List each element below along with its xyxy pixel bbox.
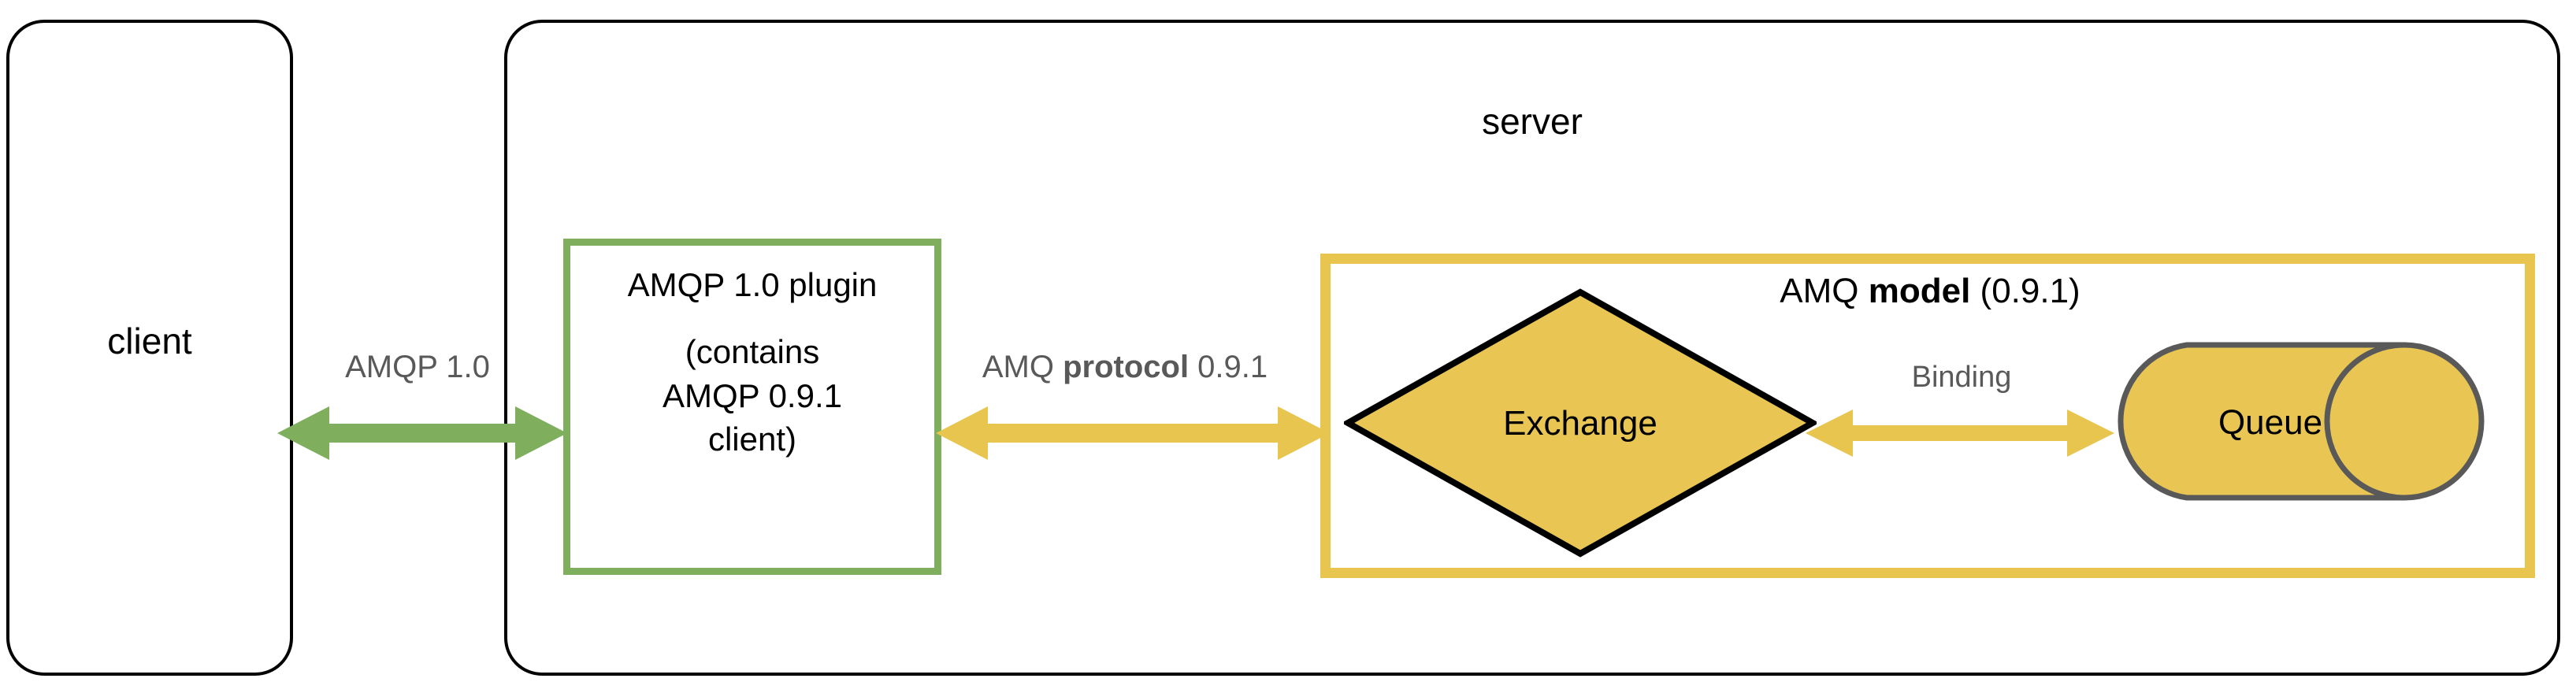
queue-shape xyxy=(2105,340,2486,502)
binding-arrow-label: Binding xyxy=(1911,361,2012,394)
amq-protocol-label-bold: protocol xyxy=(1063,350,1190,384)
queue-label: Queue xyxy=(2218,403,2323,442)
exchange-shape xyxy=(1341,288,1820,558)
amqp-plugin-title: AMQP 1.0 plugin xyxy=(627,266,878,303)
exchange-diamond-icon xyxy=(1341,288,1820,558)
amq-model-label-prefix: AMQ xyxy=(1780,272,1869,310)
exchange-label: Exchange xyxy=(1503,404,1657,443)
amq-protocol-arrow xyxy=(936,406,1330,460)
amq-protocol-label-suffix: 0.9.1 xyxy=(1189,350,1268,384)
binding-arrow xyxy=(1806,410,2114,457)
amqp-plugin-subtitle-line-3: client) xyxy=(707,421,797,458)
amqp-plugin-subtitle-line-1: (contains xyxy=(685,333,820,371)
amqp-plugin-text: AMQP 1.0 plugin (contains AMQP 0.9.1 cli… xyxy=(579,263,926,461)
client-label: client xyxy=(107,321,192,361)
amq-model-box xyxy=(1320,254,2535,578)
plugin-text-spacer xyxy=(579,306,926,330)
amqp-plugin-box xyxy=(563,239,941,575)
amq-model-label-suffix: (0.9.1) xyxy=(1970,272,2080,310)
amq-model-label-bold: model xyxy=(1868,272,1971,310)
client-container xyxy=(6,20,293,676)
amqp-1-0-arrow xyxy=(277,406,567,460)
amqp-plugin-subtitle-line-2: AMQP 0.9.1 xyxy=(662,376,842,414)
amq-protocol-label-prefix: AMQ xyxy=(982,350,1063,384)
queue-cylinder-icon xyxy=(2118,342,2485,501)
amq-protocol-arrow-label: AMQ protocol 0.9.1 xyxy=(920,350,1330,385)
server-label: server xyxy=(1482,101,1583,142)
amq-model-label: AMQ model (0.9.1) xyxy=(1670,272,2190,311)
amqp-1-0-arrow-label: AMQP 1.0 xyxy=(345,350,490,384)
